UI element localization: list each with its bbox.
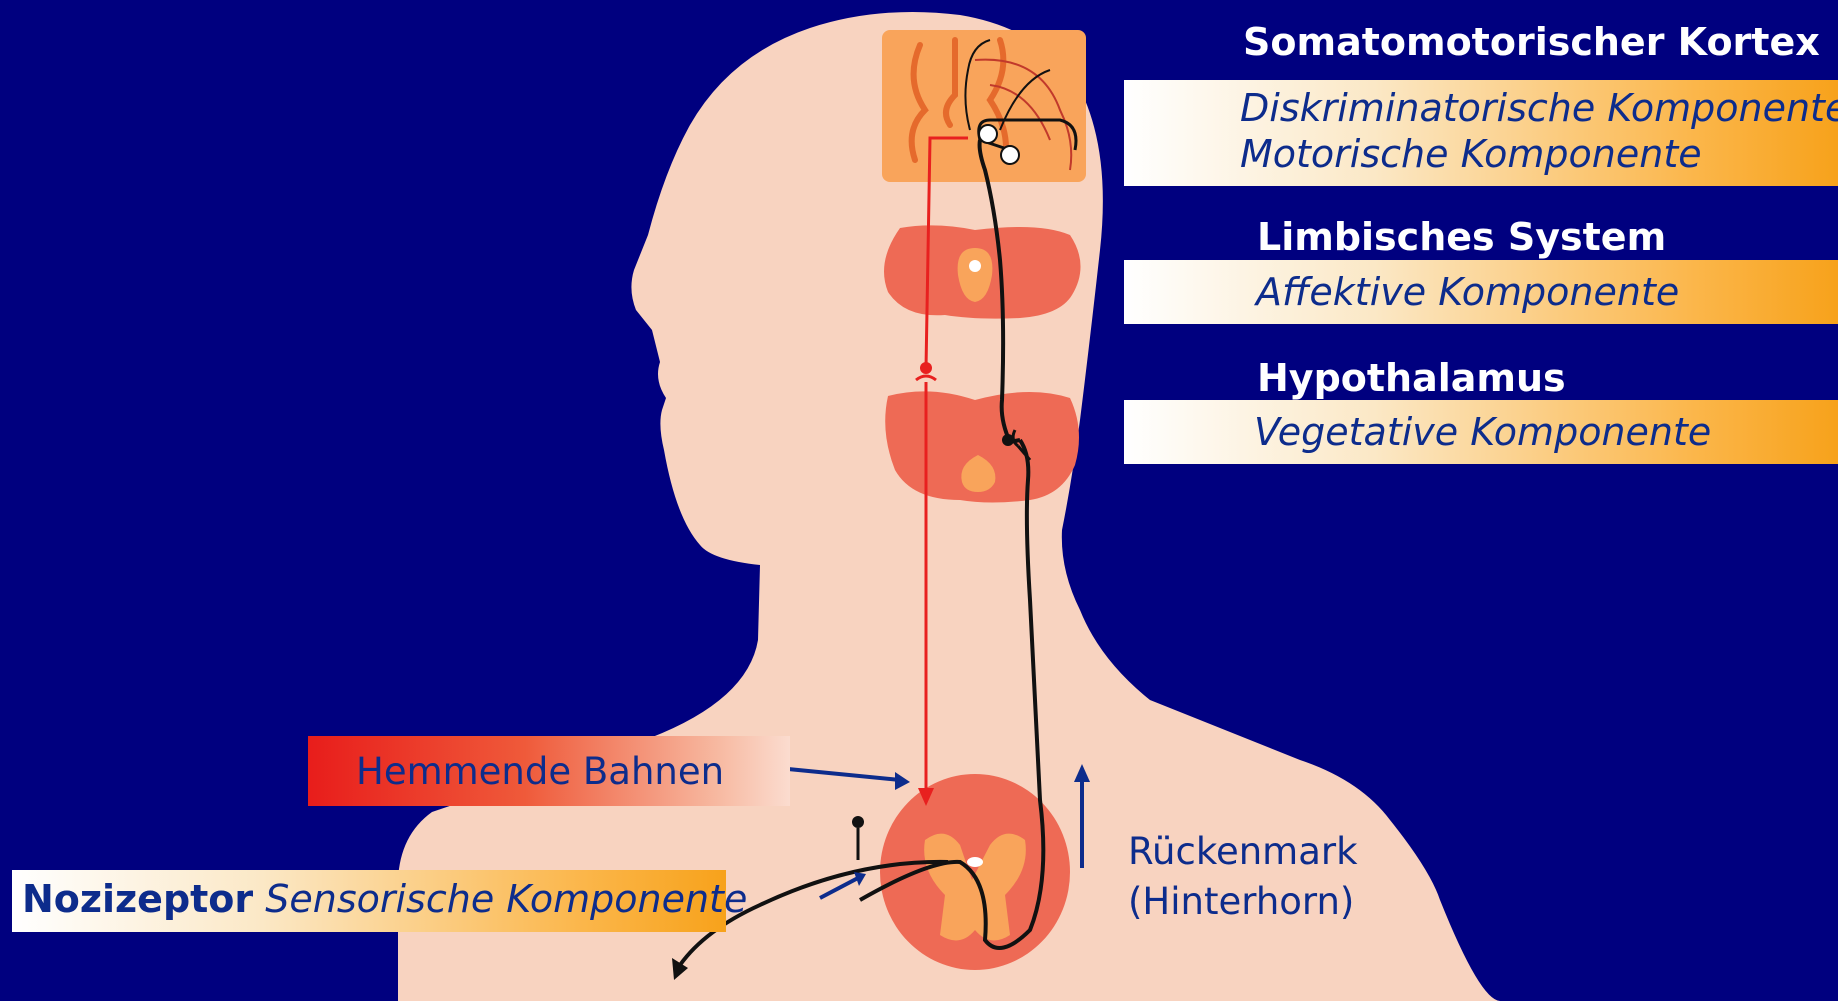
nozizeptor-label: Nozizeptor Sensorische Komponente	[22, 877, 747, 921]
nozizeptor-title: Nozizeptor	[22, 877, 253, 921]
hinterhorn-label: (Hinterhorn)	[1128, 880, 1354, 923]
hemmend-label: Hemmende Bahnen	[356, 750, 724, 793]
limbic-title: Limbisches System	[1257, 215, 1666, 259]
nozizeptor-comp: Sensorische Komponente	[265, 877, 747, 921]
limbic-section	[884, 225, 1081, 318]
somatomotor-comp2: Motorische Komponente	[1240, 132, 1702, 176]
somatomotor-comp1: Diskriminatorische Komponente	[1240, 86, 1838, 130]
rueckenmark-label: Rückenmark	[1128, 830, 1358, 873]
cortex-slice	[882, 30, 1086, 182]
limbic-comp: Affektive Komponente	[1256, 270, 1679, 314]
somatomotor-title: Somatomotorischer Kortex	[1243, 20, 1820, 64]
hypothalamus-comp: Vegetative Komponente	[1254, 410, 1711, 454]
hypothalamus-title: Hypothalamus	[1257, 356, 1566, 400]
hypothalamus-section	[885, 391, 1079, 502]
